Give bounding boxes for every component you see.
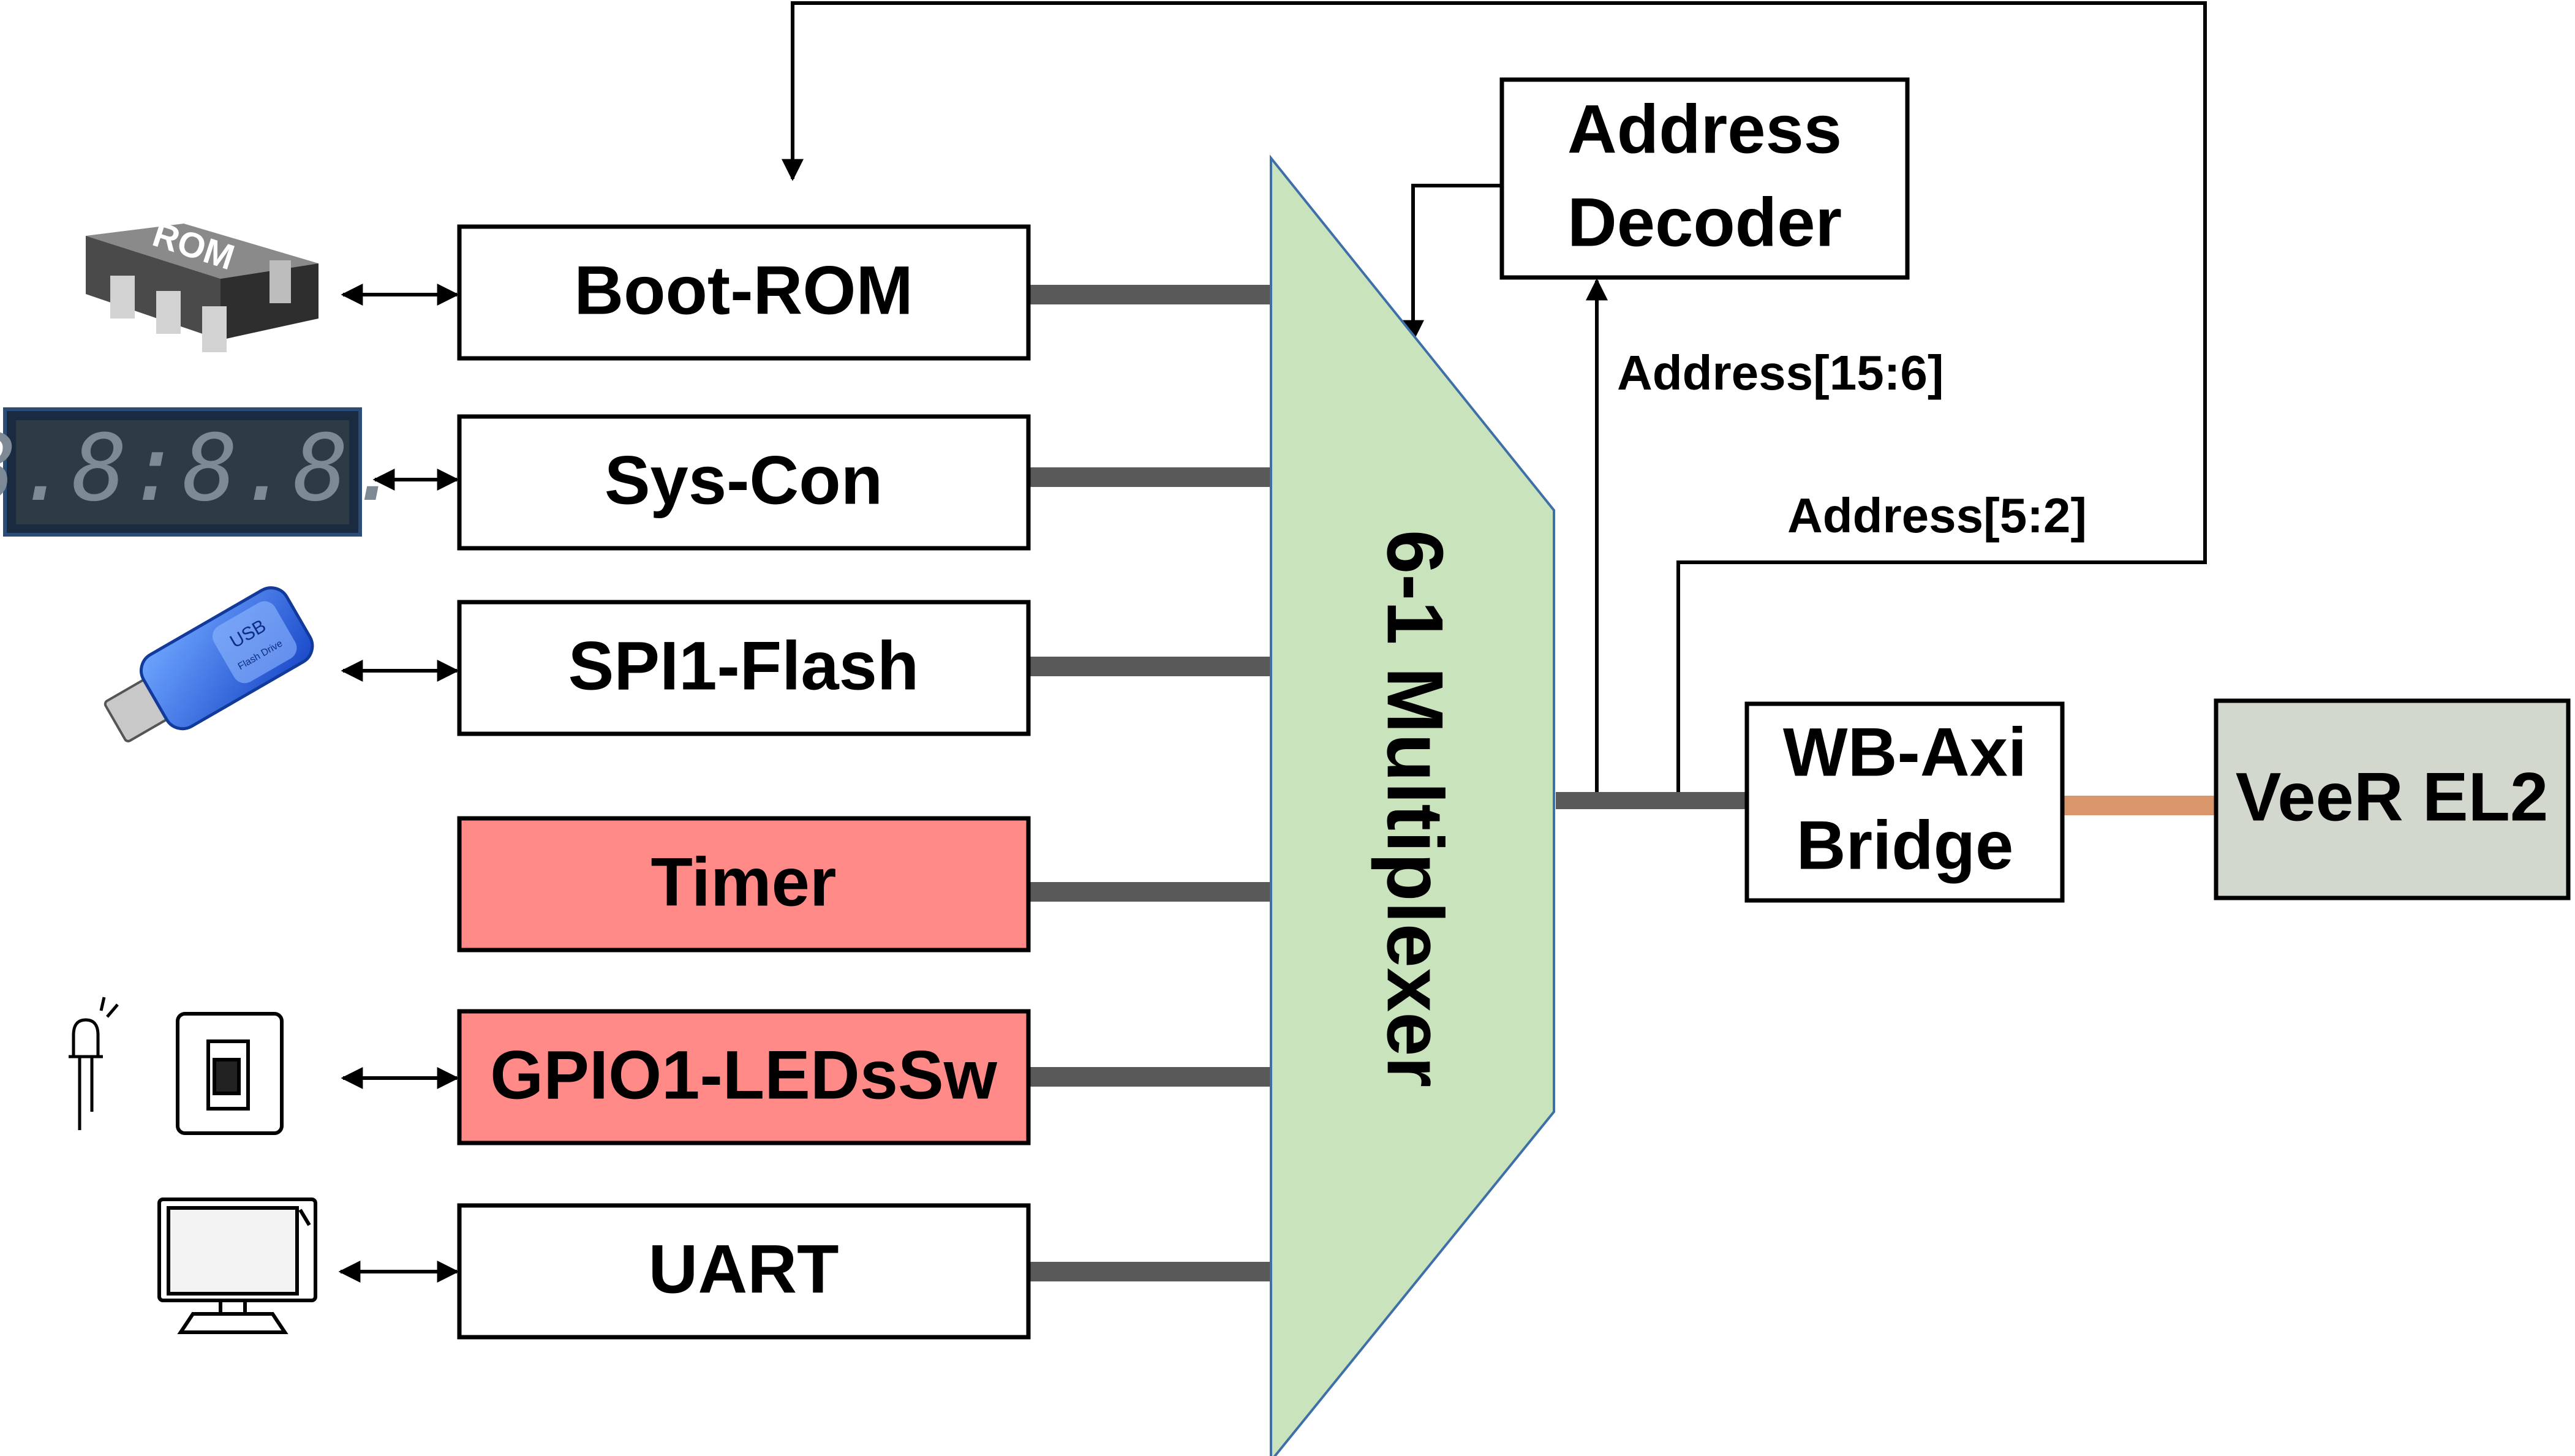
address-low-feedback-wire — [782, 1, 2207, 801]
block-gpio1: GPIO1-LEDsSw — [457, 1009, 1031, 1145]
block-boot-rom: Boot-ROM — [457, 224, 1031, 361]
decoder-select-wire — [1402, 184, 1504, 342]
block-sys-con-label: Sys-Con — [605, 442, 883, 519]
usb-drive-icon: USB Flash Drive — [104, 586, 314, 742]
address-decoder-line1: Address — [1567, 91, 1842, 168]
block-veer-el2: VeeR EL2 — [2214, 698, 2571, 900]
multiplexer-shape — [1270, 154, 1555, 1456]
block-uart-label: UART — [648, 1231, 839, 1308]
signal-address-high: Address[15:6] — [1617, 345, 1944, 400]
block-gpio1-label: GPIO1-LEDsSw — [490, 1037, 998, 1114]
block-boot-rom-label: Boot-ROM — [574, 252, 913, 329]
block-spi1-flash-label: SPI1-Flash — [568, 628, 919, 704]
seven-segment-display-icon: 8.8:8.8. — [0, 407, 404, 537]
seven-segment-digits: 8.8:8.8. — [0, 415, 404, 522]
wb-axi-line2: Bridge — [1796, 807, 2014, 884]
block-timer: Timer — [457, 816, 1031, 952]
switch-icon — [176, 1012, 284, 1135]
multiplexer: 6-1 Multiplexer — [1270, 154, 1555, 1456]
veer-el2-label: VeeR EL2 — [2236, 759, 2549, 836]
block-spi1-flash: SPI1-Flash — [457, 600, 1031, 736]
wb-axi-line1: WB-Axi — [1783, 714, 2027, 791]
monitor-icon — [157, 1198, 317, 1334]
block-uart: UART — [457, 1203, 1031, 1340]
signal-address-low: Address[5:2] — [1787, 488, 2087, 543]
address-decoder-line2: Decoder — [1567, 184, 1842, 261]
device-links — [338, 284, 459, 1283]
led-icon — [69, 997, 119, 1130]
block-timer-label: Timer — [651, 844, 837, 921]
multiplexer-label: 6-1 Multiplexer — [1371, 530, 1460, 1087]
block-wb-axi-bridge: WB-Axi Bridge — [1744, 701, 2065, 903]
block-sys-con: Sys-Con — [457, 414, 1031, 551]
peripheral-bus-lines — [1030, 285, 1274, 1281]
rom-chip-icon: ROM — [86, 214, 319, 352]
block-address-decoder: Address Decoder — [1499, 77, 1910, 280]
